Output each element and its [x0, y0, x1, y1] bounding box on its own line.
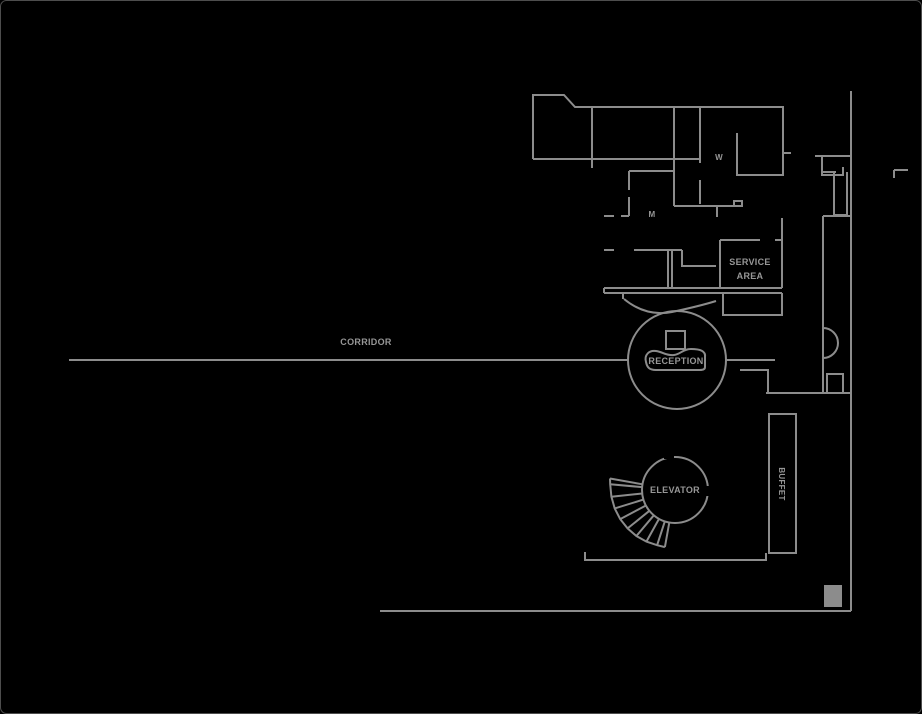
- buffet-table: [768, 413, 797, 554]
- reception-circle: [627, 310, 727, 410]
- wall-right-shaft: [822, 171, 851, 393]
- reception-desk: [644, 347, 707, 371]
- solid-column-block: [824, 585, 842, 607]
- service-area-label-line1: SERVICE: [729, 257, 770, 267]
- wall-m-room-south: [674, 205, 734, 217]
- elevator-door-gaps: [664, 453, 710, 496]
- corridor-label: CORRIDOR: [340, 337, 392, 347]
- wall-top-right-entry: [815, 155, 851, 176]
- wall-service-subroom: [722, 293, 783, 316]
- mens-room-label: M: [649, 210, 656, 219]
- wall-double-partition: [667, 250, 673, 288]
- wall-inner-l: [681, 250, 716, 267]
- elevator-gap-right: [703, 486, 710, 496]
- wall-double-south: [603, 287, 782, 299]
- wall-elevator-room-south: [584, 552, 767, 561]
- walls-group: [69, 91, 908, 612]
- door-swing-arc: [822, 327, 839, 359]
- elevator-label: ELEVATOR: [650, 485, 700, 495]
- spiral-stairs-treads: [609, 477, 671, 548]
- wall-small-box-m: [733, 200, 743, 207]
- wall-right-edge-stub: [893, 169, 908, 178]
- wall-upper-left-room: [532, 94, 784, 176]
- labels-group: CORRIDOR RECEPTION ELEVATOR SERVICE AREA…: [340, 153, 786, 501]
- reception-label: RECEPTION: [648, 356, 703, 366]
- service-area-label-line2: AREA: [737, 271, 764, 281]
- reception-chair: [665, 330, 686, 350]
- wall-service-area: [719, 218, 783, 288]
- elevator-gap-top: [664, 453, 674, 459]
- wall-vestibule-box: [826, 373, 844, 394]
- womens-room-label: W: [715, 153, 723, 162]
- buffet-label: BUFFET: [777, 467, 786, 500]
- spiral-stairs-outer-arc: [609, 478, 666, 549]
- wall-m-room: [628, 170, 674, 216]
